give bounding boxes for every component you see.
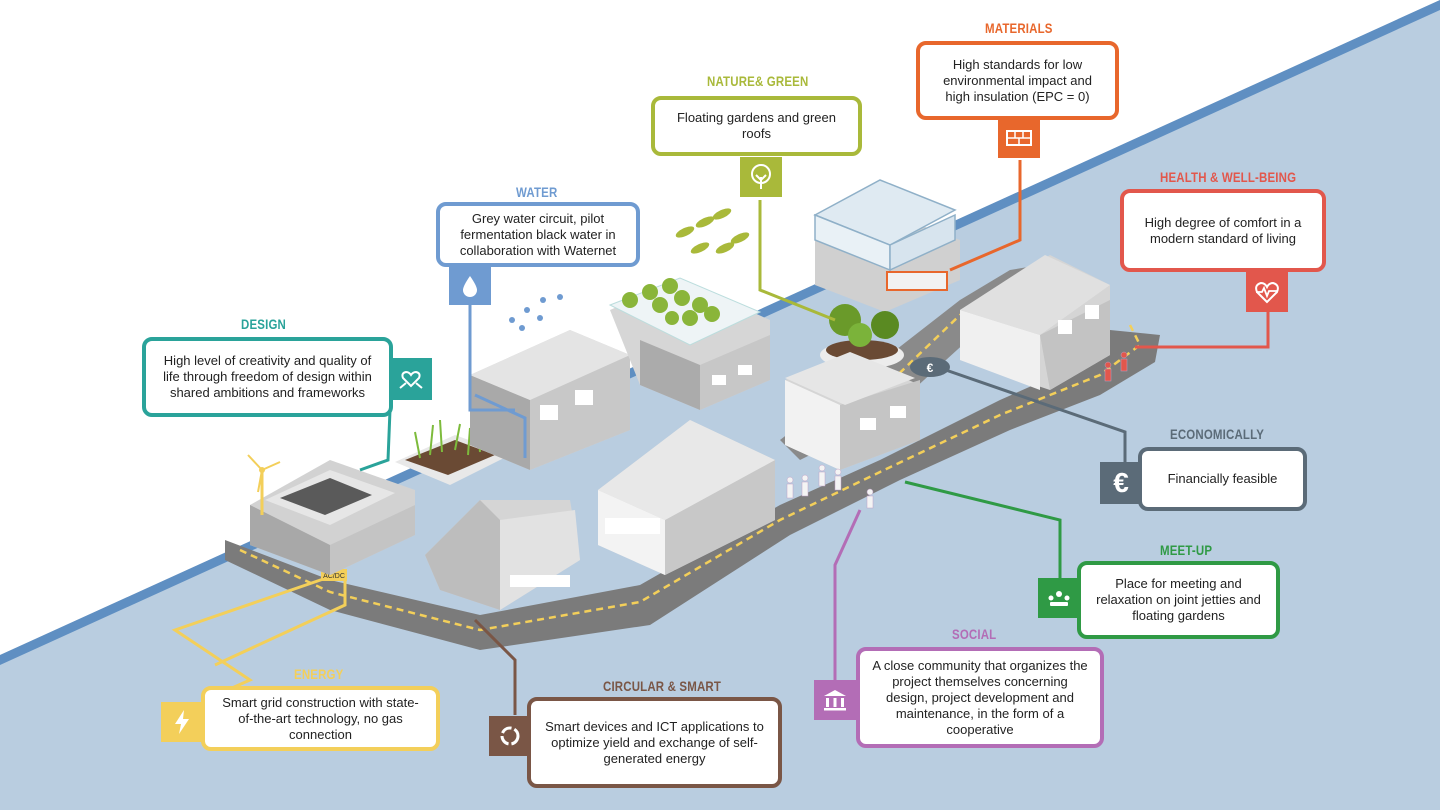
health-title: HEALTH & WELL-BEING	[1160, 169, 1297, 185]
energy-panel: Smart grid construction with state-of-th…	[201, 686, 440, 751]
social-panel: A close community that organizes the pro…	[856, 647, 1104, 748]
house-solar	[247, 454, 415, 575]
materials-connector	[949, 160, 1022, 272]
social-connector	[833, 509, 862, 680]
social-title: SOCIAL	[952, 626, 997, 642]
house-circular	[425, 500, 580, 610]
energy-title: ENERGY	[294, 666, 344, 682]
heartbeat-icon	[1246, 272, 1288, 312]
meeting-icon	[1038, 578, 1080, 618]
acdc-label: AC/DC	[323, 573, 345, 580]
people-figures	[786, 351, 1128, 509]
institution-icon	[814, 680, 856, 720]
cycle-icon	[489, 716, 531, 756]
design-panel: High level of creativity and quality of …	[142, 337, 393, 417]
meetup-connector	[904, 480, 1062, 578]
brick-icon	[998, 118, 1040, 158]
nature-green-title: NATURE& GREEN	[707, 73, 809, 89]
economy-connector	[939, 366, 1127, 462]
svg-text:€: €	[927, 361, 934, 375]
house-health	[960, 255, 1110, 390]
water-panel: Grey water circuit, pilot fermentation b…	[436, 202, 640, 267]
house-large	[598, 420, 775, 575]
rain-drops	[509, 294, 563, 331]
meetup-title: MEET-UP	[1160, 542, 1213, 558]
circular-connector	[473, 618, 517, 715]
house-green-roof	[608, 277, 770, 410]
nature-connector	[758, 200, 836, 322]
hanging-vines	[675, 208, 750, 254]
house-greenhouse	[813, 179, 960, 312]
water-drop-icon	[449, 267, 491, 305]
economically-panel: Financially feasible	[1138, 447, 1307, 511]
economically-title: ECONOMICALLY	[1170, 426, 1265, 442]
house-economy	[785, 352, 920, 470]
nature-green-panel: Floating gardens and green roofs	[651, 96, 862, 156]
water-title: WATER	[516, 184, 558, 200]
circular-smart-panel: Smart devices and ICT applications to op…	[527, 697, 782, 788]
water-connector	[468, 300, 515, 412]
heart-hands-icon	[390, 358, 432, 400]
house-water	[470, 330, 630, 470]
design-title: DESIGN	[241, 316, 287, 332]
energy-connector-2	[214, 575, 347, 667]
jetty-road	[225, 330, 1160, 650]
circular-smart-title: CIRCULAR & SMART	[603, 678, 722, 694]
lightning-icon	[161, 702, 203, 742]
meetup-panel: Place for meeting and relaxation on join…	[1077, 561, 1280, 639]
tree-icon	[740, 157, 782, 197]
design-connector	[359, 409, 392, 472]
materials-title: MATERIALS	[985, 20, 1053, 36]
health-panel: High degree of comfort in a modern stand…	[1120, 189, 1326, 272]
materials-panel: High standards for low environmental imp…	[916, 41, 1119, 120]
euro-icon: €	[1100, 462, 1142, 504]
euro-coin: €	[910, 357, 950, 377]
health-connector	[1135, 310, 1270, 349]
